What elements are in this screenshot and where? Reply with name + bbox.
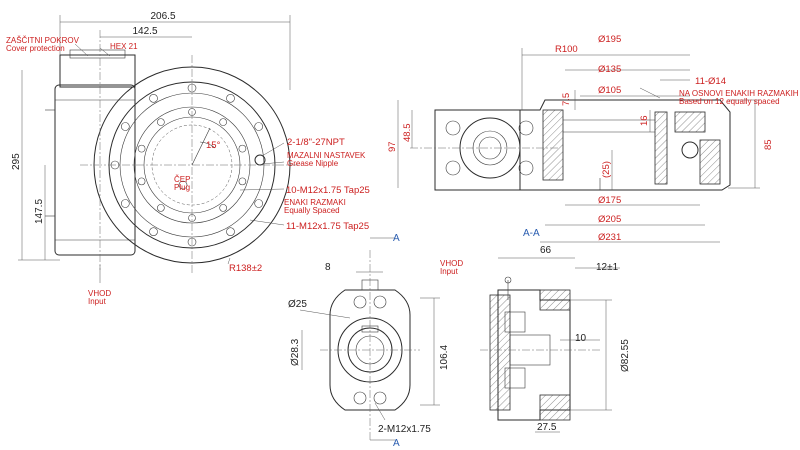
inner-bolt-hole: [137, 144, 146, 153]
m12-2-label: 2-M12x1.75: [378, 424, 431, 435]
m12-11-label: 11-M12x1.75 Tap25: [286, 221, 369, 232]
section-input-label: VHOD: [440, 259, 463, 268]
outer-bolt-hole: [121, 199, 130, 208]
dim-48-5: 48.5: [402, 124, 413, 143]
inner-bolt-hole: [157, 204, 165, 212]
d231-label: Ø231: [598, 232, 621, 243]
dim-27-5: 27.5: [537, 422, 557, 433]
inner-bolt-hole: [157, 118, 165, 126]
radius-label: R138±2: [229, 263, 262, 274]
slewing-housing: [520, 99, 731, 191]
r100-label: R100: [555, 44, 578, 55]
equally-spaced-label: ENAKI RAZMAKI: [284, 198, 346, 207]
section-a-bottom: A: [393, 438, 400, 449]
outer-bolt-hole: [226, 94, 235, 103]
section-title: A-A: [523, 228, 540, 239]
section-cap-bottom: [539, 394, 571, 421]
inner-bolt-hole: [219, 204, 227, 212]
section-ring-right: [699, 139, 721, 185]
dim-10: 10: [575, 333, 587, 344]
d205-label: Ø205: [598, 214, 621, 225]
hex-label: HEX 21: [110, 42, 138, 51]
based-on-label-en: Based on 12 equally spaced: [679, 97, 780, 106]
equally-spaced-label-en: Equally Spaced: [284, 206, 340, 215]
section-left-wall: [542, 109, 564, 181]
d175-label: Ø175: [598, 195, 621, 206]
plug-icon: [178, 180, 188, 190]
d82-55-label: Ø82.55: [620, 339, 631, 372]
cover-protection-label-en: Cover protection: [6, 44, 65, 53]
dim-12: 12±1: [596, 262, 619, 273]
dim-85: 85: [763, 139, 774, 150]
flange-body: [329, 289, 411, 411]
inner-bolt-holes: [137, 108, 247, 222]
inner-bolt-hole: [137, 177, 146, 186]
section-a-a-view: [480, 257, 620, 433]
dim-66: 66: [540, 245, 552, 256]
grease-nipple-label: MAZALNI NASTAVEK: [287, 151, 366, 160]
d195-label: Ø195: [598, 34, 621, 45]
outer-bolt-hole: [121, 122, 130, 131]
d135-label: Ø135: [598, 64, 621, 75]
dim-97: 97: [387, 141, 398, 152]
worm-end: [434, 109, 521, 191]
dim-106-4: 106.4: [439, 345, 450, 370]
dim-142-5: 142.5: [132, 26, 157, 37]
input-label: VHOD: [88, 289, 111, 298]
holes-label: 11-Ø14: [695, 76, 726, 87]
input-flange-view: [299, 237, 440, 441]
section-a-top: A: [393, 233, 400, 244]
cover-protection-label: ZAŠČITNI POKROV: [6, 36, 80, 45]
plug-label-en: Plug: [174, 183, 190, 192]
plug-label: ČEP: [174, 175, 190, 184]
npt-label: 2-1/8"-27NPT: [287, 137, 345, 148]
front-view: [18, 15, 300, 283]
inner-bolt-hole: [238, 177, 247, 186]
outer-bolt-hole: [254, 122, 263, 131]
m12-10-label: 10-M12x1.75 Tap25: [286, 185, 370, 196]
ball-bearing-icon: [681, 141, 699, 159]
outer-bolt-hole: [254, 199, 263, 208]
angle-label: 15°: [206, 140, 221, 151]
d25-label: Ø25: [288, 299, 307, 310]
based-on-label: NA OSNOVI ENAKIH RAZMAKIH: [679, 89, 799, 98]
worm-housing: [54, 84, 136, 256]
side-view: [397, 48, 760, 243]
d28-3-label: Ø28.3: [290, 338, 301, 366]
section-ring-top: [674, 111, 706, 133]
section-cap-top: [539, 289, 571, 311]
outer-bolt-hole: [226, 227, 235, 236]
dim-16: 16: [639, 115, 650, 126]
outer-bolt-hole: [149, 94, 158, 103]
dim-8: 8: [325, 262, 331, 273]
dim-25: (25): [601, 161, 612, 178]
section-flange: [654, 111, 668, 185]
section-input-label-en: Input: [440, 267, 459, 276]
hex-cap: [69, 49, 126, 59]
dim-147-5: 147.5: [34, 199, 45, 224]
grease-nipple-icon: [254, 154, 266, 166]
inner-bolt-hole: [219, 118, 227, 126]
d105-label: Ø105: [598, 85, 621, 96]
grease-nipple-label-en: Grease Nipple: [287, 159, 339, 168]
dim-206-5: 206.5: [150, 11, 175, 22]
input-label-en: Input: [88, 297, 107, 306]
cover-protection-body: [59, 54, 136, 88]
dim-295: 295: [11, 153, 22, 170]
outer-bolt-hole: [149, 227, 158, 236]
inner-bolt-hole: [238, 144, 247, 153]
dim-7-5: 7.5: [561, 93, 572, 106]
